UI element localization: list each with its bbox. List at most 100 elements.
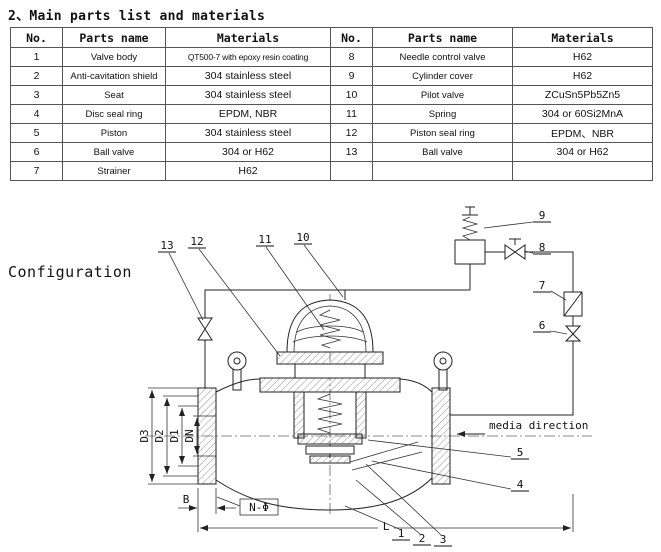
cell-parts-name: Valve body: [62, 47, 166, 67]
lifting-eye-left: [227, 351, 247, 391]
table-row: 2 Anti-cavitation shield 304 stainless s…: [10, 66, 653, 86]
callout-12: 12: [188, 235, 281, 357]
cell-no: 4: [10, 104, 63, 124]
cell-parts-name: Needle control valve: [372, 47, 513, 67]
table-row: 6 Ball valve 304 or H62 13 Ball valve 30…: [10, 142, 653, 162]
cell-parts-name: Ball valve: [62, 142, 166, 162]
dim-label-d1: D1: [168, 429, 181, 442]
table-header-row: No. Parts name Materials No. Parts name …: [10, 27, 653, 48]
svg-text:7: 7: [539, 279, 546, 292]
header-no: No.: [10, 27, 63, 48]
inlet-flange: [197, 387, 217, 485]
cell-parts-name: Ball valve: [372, 142, 513, 162]
cell-materials: 304 or 60Si2MnA: [512, 104, 653, 124]
cell-parts-name: Spring: [372, 104, 513, 124]
callout-7: 7: [533, 279, 567, 301]
dimension-DN: DN: [183, 415, 216, 457]
callout-1: 1: [344, 505, 410, 541]
needle-valve-symbol: [504, 238, 526, 260]
cell-parts-name: Piston: [62, 123, 166, 143]
cell-no: 11: [330, 104, 373, 124]
svg-text:11: 11: [258, 233, 271, 246]
cell-parts-name: Anti-cavitation shield: [62, 66, 166, 86]
cell-no: 3: [10, 85, 63, 105]
cell-no: 8: [330, 47, 373, 67]
svg-text:9: 9: [539, 209, 546, 222]
parts-table: No. Parts name Materials No. Parts name …: [10, 27, 653, 181]
callout-11: 11: [256, 233, 325, 331]
cell-no: 12: [330, 123, 373, 143]
svg-text:6: 6: [539, 319, 546, 332]
dim-label-n-phi: N-Φ: [249, 501, 269, 514]
cylinder-wall: [293, 391, 305, 439]
dim-label-d2: D2: [153, 429, 166, 442]
dimension-B: B: [178, 488, 236, 532]
cell-materials: ZCuSn5Pb5Zn5: [512, 85, 653, 105]
cell-materials: H62: [512, 47, 653, 67]
cell-parts-name: Pilot valve: [372, 85, 513, 105]
cell-materials: EPDM、NBR: [512, 123, 653, 143]
valve-body-drawing: [197, 299, 453, 511]
header-materials: Materials: [512, 27, 653, 48]
cell-materials: 304 stainless steel: [165, 123, 331, 143]
lifting-eye-right: [433, 351, 453, 391]
cell-parts-name: Cylinder cover: [372, 66, 513, 86]
cylinder-wall: [355, 391, 367, 439]
cell-no: 9: [330, 66, 373, 86]
cell-no: 1: [10, 47, 63, 67]
callout-8: 8: [523, 241, 551, 255]
cell-parts-name: Disc seal ring: [62, 104, 166, 124]
dome-spring: [318, 309, 342, 349]
cell-no: 7: [10, 161, 63, 181]
ball-valve-6-symbol: [564, 325, 582, 342]
cell-no: 10: [330, 85, 373, 105]
svg-text:12: 12: [190, 235, 203, 248]
table-row: 5 Piston 304 stainless steel 12 Piston s…: [10, 123, 653, 143]
media-direction-label: media direction: [489, 419, 588, 432]
disc: [305, 445, 355, 455]
callout-3: 3: [365, 463, 452, 547]
cell-no: 5: [10, 123, 63, 143]
cell-no: 2: [10, 66, 63, 86]
dimension-D1: D1: [168, 405, 198, 467]
cell-parts-name: Piston seal ring: [372, 123, 513, 143]
callout-2: 2: [355, 479, 431, 546]
cell-no: 6: [10, 142, 63, 162]
cell-no: 13: [330, 142, 373, 162]
cover-flange: [276, 351, 384, 365]
cell-no: [330, 161, 373, 181]
svg-text:1: 1: [398, 527, 405, 540]
configuration-diagram: D3 D2 D1 DN B N-Φ L media direction 1: [138, 206, 592, 547]
header-materials: Materials: [165, 27, 331, 48]
cell-parts-name: Strainer: [62, 161, 166, 181]
cell-materials: [512, 161, 653, 181]
configuration-label: Configuration: [8, 263, 132, 281]
cell-materials: 304 stainless steel: [165, 85, 331, 105]
dim-label-b: B: [183, 493, 190, 506]
dim-label-l: L: [383, 520, 390, 533]
callout-13: 13: [158, 239, 204, 321]
svg-text:10: 10: [296, 231, 309, 244]
svg-text:5: 5: [517, 446, 524, 459]
cell-parts-name: Seat: [62, 85, 166, 105]
main-spring: [316, 393, 343, 434]
svg-text:3: 3: [440, 533, 447, 546]
cell-materials: H62: [165, 161, 331, 181]
svg-text:2: 2: [419, 532, 426, 545]
callout-4: 4: [371, 460, 529, 492]
table-row: 7 Strainer H62: [10, 161, 653, 181]
centerlines: [145, 294, 592, 514]
seat: [309, 455, 351, 464]
table-row: 4 Disc seal ring EPDM, NBR 11 Spring 304…: [10, 104, 653, 124]
pilot-piping: [204, 251, 574, 416]
outlet-flange: [431, 387, 451, 485]
callout-9: 9: [483, 209, 551, 229]
cell-materials: H62: [512, 66, 653, 86]
header-no: No.: [330, 27, 373, 48]
callout-5: 5: [367, 439, 529, 460]
media-direction: media direction: [457, 419, 588, 437]
cell-materials: 304 or H62: [512, 142, 653, 162]
body-top-flange: [259, 377, 401, 393]
callout-10: 10: [294, 231, 344, 298]
dim-label-d3: D3: [138, 429, 151, 442]
